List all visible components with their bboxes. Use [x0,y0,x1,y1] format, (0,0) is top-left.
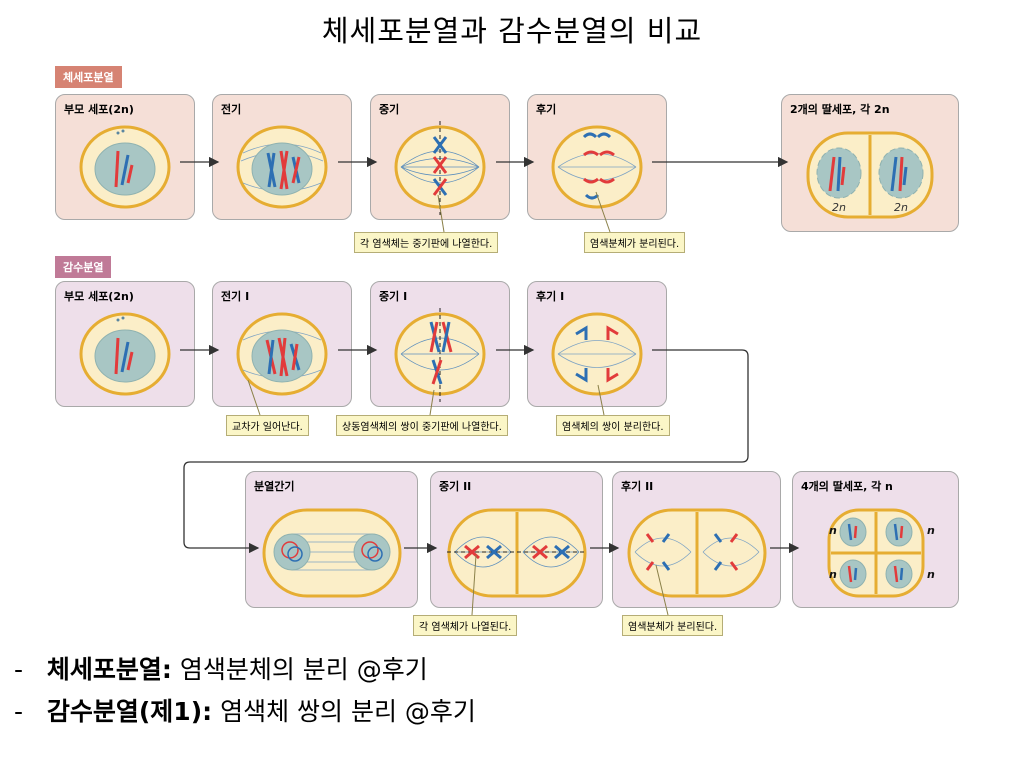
mitosis-panel-prophase: 전기 [212,94,352,220]
metaphase-1-illustration [394,308,486,402]
panel-label: 부모 세포(2n) [64,103,134,116]
panel-label: 2개의 딸세포, 각 2n [790,103,890,116]
panel-label: 중기 [379,103,400,116]
summary-term: 감수분열(제1): [46,697,213,726]
slide-title: 체세포분열과 감수분열의 비교 [321,14,703,48]
callout-metaphase: 각 염색체는 중기판에 나열한다. [354,232,499,253]
mitosis-panel-parent-cell: 부모 세포(2n) [55,94,195,220]
mitosis-panel-daughter-cells: 2개의 딸세포, 각 2n 2n 2n [781,94,959,232]
bullet-dash: - [14,697,24,726]
panel-label: 4개의 딸세포, 각 n [801,480,893,493]
meiosis-panel-prophase-1: 전기 I [212,281,352,407]
metaphase-illustration [394,121,486,215]
prophase-1-illustration [236,312,328,396]
panel-label: 후기 [536,103,557,116]
callout-anaphase: 염색분체가 분리된다. [584,232,686,253]
callout-metaphase-1: 상동염색체의 쌍이 중기판에 나열한다. [336,415,508,436]
cell-ploidy-label: 2n [894,201,908,214]
four-daughter-cells-illustration: n n n n [827,508,935,598]
bullet-dash: - [14,655,24,684]
summary-mitosis: - 체세포분열: 염색분체의 분리 @후기 [14,650,428,686]
meiosis-section-tag: 감수분열 [55,256,112,278]
interkinesis-illustration [262,508,402,598]
parent-cell-illustration [79,125,171,209]
panel-label: 중기 I [379,290,408,303]
callout-anaphase-1: 염색체의 쌍이 분리한다. [556,415,670,436]
cell-ploidy-label: n [927,568,935,581]
cell-ploidy-label: n [927,524,935,537]
callout-prophase-1: 교차가 일어난다. [226,415,309,436]
mitosis-panel-anaphase: 후기 [527,94,667,220]
panel-label: 부모 세포(2n) [64,290,134,303]
cell-ploidy-label: n [829,524,837,537]
summary-text: 염색분체의 분리 @후기 [171,655,428,684]
panel-label: 전기 [221,103,242,116]
panel-label: 전기 I [221,290,250,303]
anaphase-2-illustration [627,508,767,598]
meiosis-panel-daughter-cells: 4개의 딸세포, 각 n n n n n [792,471,959,608]
anaphase-1-illustration [551,312,643,396]
summary-term: 체세포분열: [46,655,172,684]
parent-cell-illustration [79,312,171,396]
callout-metaphase-2: 각 염색체가 나열된다. [413,615,518,636]
anaphase-illustration [551,125,643,209]
meiosis-panel-anaphase-1: 후기 I [527,281,667,407]
cell-ploidy-label: n [829,568,837,581]
panel-label: 후기 I [536,290,565,303]
daughter-cells-illustration: 2n 2n [806,131,934,219]
mitosis-panel-metaphase: 중기 [370,94,510,220]
summary-meiosis: - 감수분열(제1): 염색체 쌍의 분리 @후기 [14,692,476,728]
meiosis-panel-metaphase-2: 중기 II [430,471,603,608]
callout-anaphase-2: 염색분체가 분리된다. [622,615,724,636]
cell-ploidy-label: 2n [832,201,846,214]
meiosis-panel-parent-cell: 부모 세포(2n) [55,281,195,407]
meiosis-panel-metaphase-1: 중기 I [370,281,510,407]
meiosis-panel-interkinesis: 분열간기 [245,471,418,608]
mitosis-section-tag: 체세포분열 [55,66,122,88]
meiosis-panel-anaphase-2: 후기 II [612,471,781,608]
metaphase-2-illustration [447,508,587,598]
prophase-illustration [236,125,328,209]
summary-text: 염색체 쌍의 분리 @후기 [212,697,476,726]
